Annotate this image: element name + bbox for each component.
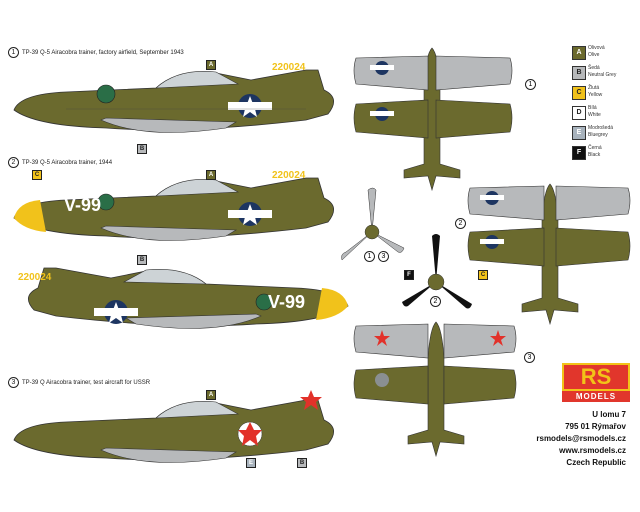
usaf-star-icon (239, 204, 261, 225)
plan-view-aircraft-2 (467, 183, 631, 325)
side-view-aircraft-1 (13, 69, 334, 133)
color-callout-c: C (478, 270, 488, 280)
plan-view-aircraft-1 (353, 47, 513, 192)
contact-website: www.rsmodels.cz (559, 446, 626, 455)
address-street: U lomu 7 (592, 410, 626, 419)
side-view-aircraft-2-starboard (28, 267, 349, 329)
color-callout-c: C (32, 170, 42, 180)
propeller-grey-icon (341, 187, 405, 261)
view-number-3: 3 (524, 352, 535, 363)
red-star-icon (490, 330, 506, 346)
contact-email: rsmodels@rsmodels.cz (536, 434, 626, 443)
color-callout-a: A (206, 170, 216, 180)
color-callout-b: B (137, 255, 147, 265)
color-callout-a: A (206, 390, 216, 400)
propeller-black-icon (402, 234, 472, 309)
usaf-star-icon (239, 96, 261, 117)
address-country: Czech Republic (566, 458, 626, 467)
color-callout-b: B (297, 458, 307, 468)
color-callout-f: F (404, 270, 414, 280)
nose-code-2: V-99 (64, 195, 102, 215)
address-city: 795 01 Rýmařov (565, 422, 626, 431)
color-callout-a: A (206, 60, 216, 70)
tail-serial-2: 220024 (272, 170, 306, 181)
red-star-icon (374, 330, 390, 346)
nose-emblem-icon (96, 84, 116, 104)
plan-view-aircraft-3 (353, 321, 517, 458)
color-callout-e: E (246, 458, 256, 468)
view-number-2: 2 (455, 218, 466, 229)
view-number-1: 1 (525, 79, 536, 90)
tail-red-star-icon (300, 390, 322, 410)
side-view-aircraft-3 (13, 390, 334, 463)
nose-emblem-icon (97, 193, 115, 211)
tail-serial-2-starboard: 220024 (18, 272, 52, 283)
side-view-aircraft-2 (13, 177, 334, 241)
rs-models-logo: RS MODELS (562, 363, 630, 403)
red-star-icon (238, 422, 262, 446)
nose-emblem-icon (255, 293, 273, 311)
prop-view-number-2: 2 (430, 296, 441, 307)
color-callout-b: B (137, 144, 147, 154)
tail-serial-1: 220024 (272, 62, 306, 73)
usaf-star-icon (105, 302, 127, 323)
nose-code-2-starboard: V-99 (268, 292, 306, 312)
